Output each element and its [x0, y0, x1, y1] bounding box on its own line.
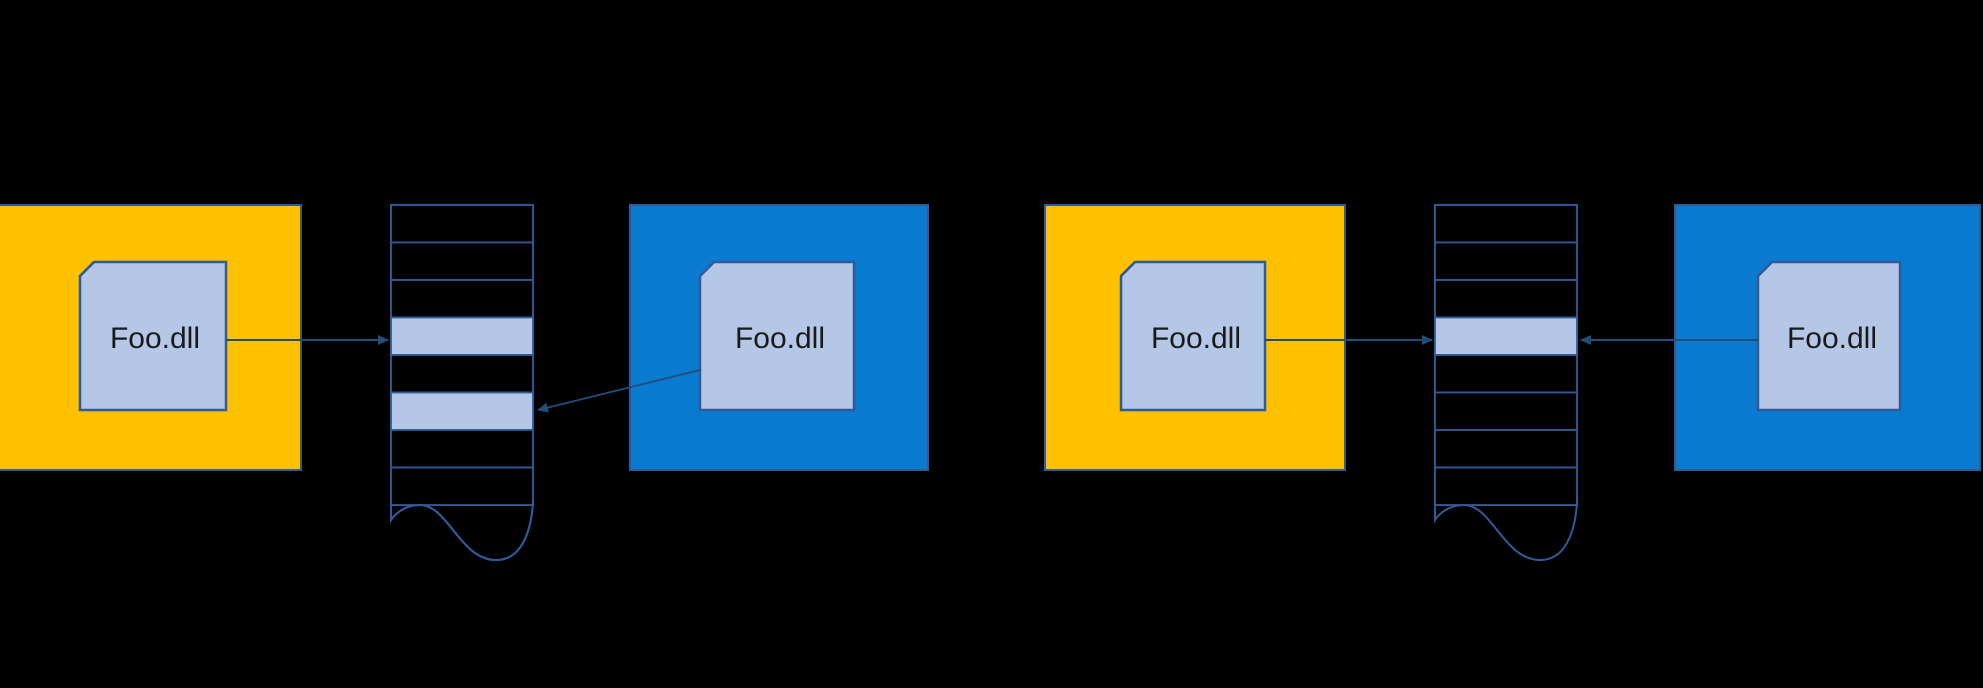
- document-fold-blue-right: [1757, 261, 1773, 277]
- memory-column-right-wave: [1434, 499, 1578, 562]
- document-fold-yellow-right: [1120, 261, 1136, 277]
- memory-column-left-wave: [390, 499, 534, 562]
- document-fold-yellow-left: [79, 261, 95, 277]
- memory-cell-left-5[interactable]: [390, 354, 534, 394]
- memory-cell-left-3[interactable]: [390, 279, 534, 319]
- document-fold-blue-left: [699, 261, 715, 277]
- memory-cell-right-1[interactable]: [1434, 204, 1578, 244]
- memory-cell-right-4[interactable]: [1434, 316, 1578, 356]
- memory-cell-left-1[interactable]: [390, 204, 534, 244]
- memory-cell-right-8[interactable]: [1434, 466, 1578, 506]
- memory-cell-left-6[interactable]: [390, 391, 534, 431]
- memory-cell-right-2[interactable]: [1434, 241, 1578, 281]
- memory-cell-right-5[interactable]: [1434, 354, 1578, 394]
- arrow-blue-to-memory-left: [537, 369, 701, 413]
- document-label-yellow-right: Foo.dll: [1151, 322, 1241, 355]
- memory-cell-right-6[interactable]: [1434, 391, 1578, 431]
- document-label-yellow-left: Foo.dll: [110, 322, 200, 355]
- memory-cell-left-7[interactable]: [390, 429, 534, 469]
- document-label-blue-left: Foo.dll: [735, 322, 825, 355]
- memory-cell-right-3[interactable]: [1434, 279, 1578, 319]
- memory-cell-right-7[interactable]: [1434, 429, 1578, 469]
- memory-cell-left-4[interactable]: [390, 316, 534, 356]
- document-label-blue-right: Foo.dll: [1787, 322, 1877, 355]
- memory-cell-left-8[interactable]: [390, 466, 534, 506]
- memory-cell-left-2[interactable]: [390, 241, 534, 281]
